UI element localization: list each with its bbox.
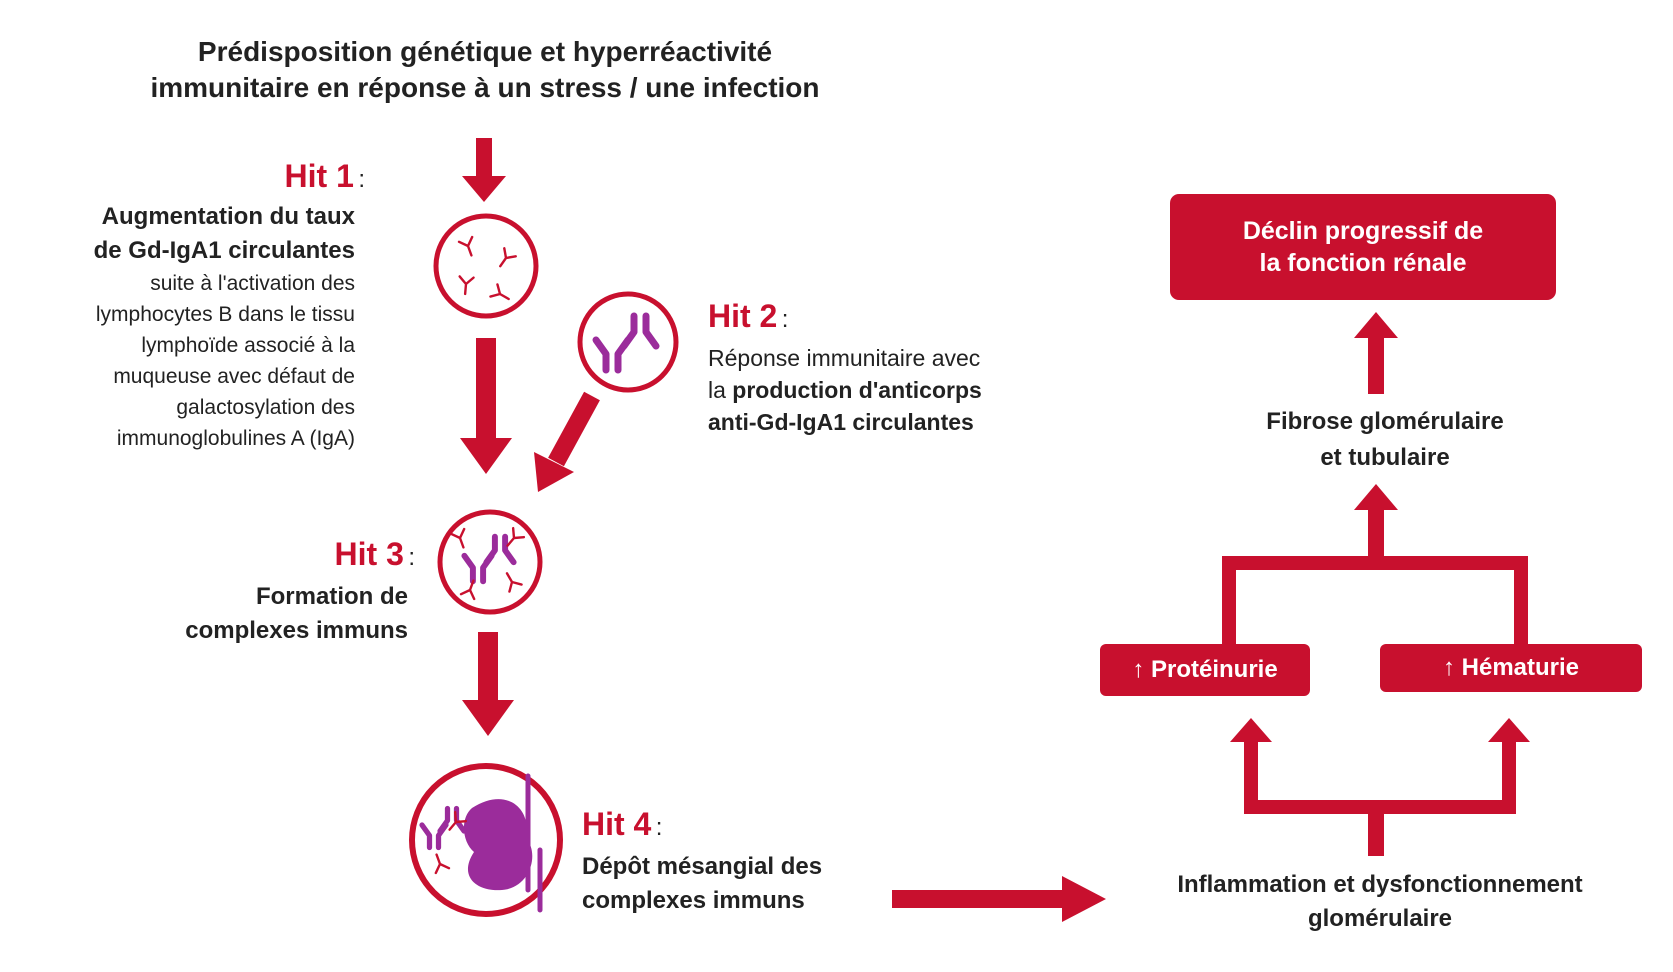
title-line-1: Prédisposition génétique et hyperréactiv… [197, 36, 773, 67]
inflammation-line-1: Inflammation et dysfonctionnement [1177, 871, 1583, 898]
hematurie-label: ↑ Hématurie [1442, 654, 1580, 681]
hit1-line-6: muqueuse avec défaut de [113, 365, 355, 388]
fibrose-label: Fibrose glomérulaire et tubulaire [1200, 404, 1570, 476]
decline-line-1: Déclin progressif de [1242, 217, 1484, 245]
hit1-line-4: lymphocytes B dans le tissu [95, 303, 355, 326]
arrow-hit1-to-hit3 [460, 338, 512, 474]
fibrose-line-2: et tubulaire [1320, 444, 1450, 471]
hit1-bold-line-1: Augmentation du taux [101, 203, 355, 230]
inflammation-line-2: glomérulaire [1307, 905, 1453, 932]
hit3-description: Formation de complexes immuns [88, 580, 408, 648]
hit4-description: Dépôt mésangial des complexes immuns [582, 850, 902, 918]
hit2-description: Réponse immunitaire avec la production d… [708, 342, 1108, 438]
hit1-line-5: lymphoïde associé à la [141, 334, 355, 357]
decline-line-2: la fonction rénale [1259, 249, 1467, 277]
kidney-deposit-icon [409, 763, 563, 917]
hit1-label: Hit 1 [284, 158, 354, 194]
hit4-heading: Hit 4 : [582, 806, 662, 843]
hit1-line-8: immunoglobulines A (IgA) [116, 427, 355, 450]
hit4-colon: : [655, 814, 663, 841]
hit1-heading: Hit 1 : [285, 158, 365, 195]
hit2-heading: Hit 2 : [708, 298, 788, 335]
hit1-line-3: suite à l'activation des [150, 272, 355, 295]
proteinurie-label: ↑ Protéinurie [1132, 656, 1278, 683]
title-line-2: immunitaire en réponse à un stress / une… [150, 72, 820, 103]
immune-complex-icon [437, 509, 543, 615]
decline-renal-function-box: Déclin progressif de la fonction rénale [1170, 194, 1556, 300]
hit3-colon: : [408, 544, 415, 571]
hit1-colon: : [358, 166, 365, 193]
hit1-line-7: galactosylation des [176, 396, 355, 419]
inflammation-label: Inflammation et dysfonctionnement glomér… [1110, 868, 1650, 936]
hit3-label: Hit 3 [334, 536, 404, 572]
arrow-hit2-to-hit3 [534, 391, 600, 492]
hit1-bold-line-2: de Gd-IgA1 circulantes [93, 237, 355, 264]
diagram-title: Prédisposition génétique et hyperréactiv… [60, 34, 910, 106]
fibrose-line-1: Fibrose glomérulaire [1266, 408, 1504, 435]
hit4-line-1: Dépôt mésangial des [582, 853, 823, 880]
hit2-line-2-prefix: la [708, 377, 733, 403]
hit3-line-2: complexes immuns [185, 617, 408, 644]
hit4-line-2: complexes immuns [582, 887, 805, 914]
hematurie-box: ↑ Hématurie [1380, 644, 1642, 692]
arrow-hit3-to-hit4 [462, 632, 514, 736]
arrow-signs-to-fibrose [1222, 484, 1528, 644]
gd-iga1-antibodies-icon [433, 213, 539, 319]
hit2-colon: : [781, 306, 789, 333]
proteinurie-box: ↑ Protéinurie [1100, 644, 1310, 696]
hit2-line-2: la production d'anticorps [708, 374, 1108, 406]
arrow-inflammation-to-signs [1230, 718, 1530, 856]
arrow-title-to-hit1 [462, 138, 506, 202]
hit3-heading: Hit 3 : [335, 536, 415, 573]
anti-gd-iga1-antibody-icon [577, 291, 679, 393]
hit2-line-1: Réponse immunitaire avec [708, 345, 981, 371]
hit2-line-2-bold: production d'anticorps [732, 377, 982, 403]
arrow-hit4-to-inflammation [892, 876, 1106, 922]
hit2-line-3: anti-Gd-IgA1 circulantes [708, 409, 974, 435]
hit1-description: Augmentation du taux de Gd-IgA1 circulan… [0, 200, 355, 454]
arrow-fibrose-to-decline [1354, 312, 1398, 394]
hit3-line-1: Formation de [255, 583, 408, 610]
hit2-label: Hit 2 [708, 298, 778, 334]
hit4-label: Hit 4 [582, 806, 652, 842]
